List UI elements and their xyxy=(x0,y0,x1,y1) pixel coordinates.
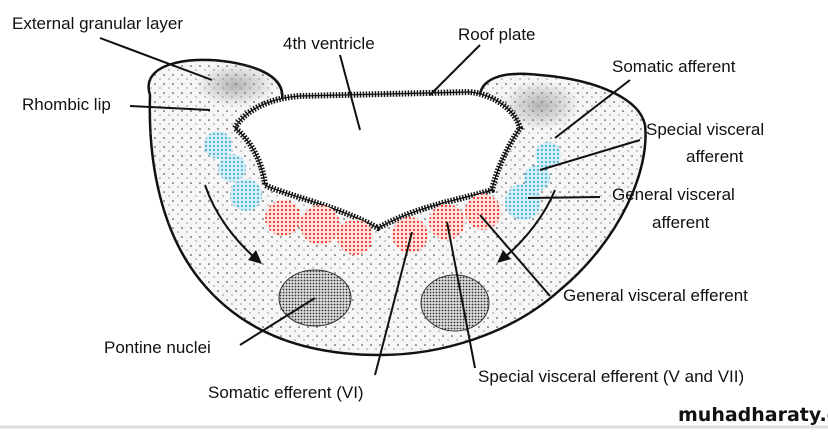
pontine-nucleus-right xyxy=(420,274,490,332)
label-special-visceral-afferent: Special visceral xyxy=(646,120,764,139)
afferent-nuclei-right xyxy=(505,142,561,220)
label-external-granular-layer: External granular layer xyxy=(12,14,183,33)
external-granular-layer-left xyxy=(195,63,275,107)
migration-arrow-left xyxy=(204,184,262,264)
afferent-nuclei-left xyxy=(204,131,262,211)
watermark: muhadharaty.com xyxy=(678,404,828,426)
label-somatic-afferent: Somatic afferent xyxy=(612,57,736,76)
external-granular-layer-right xyxy=(500,80,580,130)
label-general-visceral-efferent: General visceral efferent xyxy=(563,286,748,305)
label-general-visceral-afferent-2: afferent xyxy=(652,213,710,232)
label-general-visceral-afferent: General visceral xyxy=(612,185,735,204)
label-special-visceral-efferent: Special visceral efferent (V and VII) xyxy=(478,367,744,386)
label-rhombic-lip: Rhombic lip xyxy=(22,95,111,114)
label-fourth-ventricle: 4th ventricle xyxy=(283,34,375,53)
label-pontine-nuclei: Pontine nuclei xyxy=(104,338,211,357)
leader-lines xyxy=(99,37,641,376)
label-roof-plate: Roof plate xyxy=(458,25,536,44)
label-special-visceral-afferent-2: afferent xyxy=(686,147,744,166)
label-somatic-efferent: Somatic efferent (VI) xyxy=(208,383,364,402)
